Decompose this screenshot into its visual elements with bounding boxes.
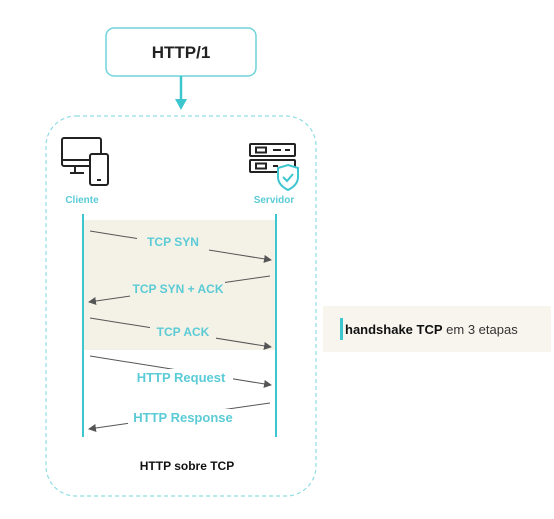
note-bold-text: handshake TCP bbox=[345, 321, 443, 337]
message-http-request: HTTP Request bbox=[89, 355, 272, 388]
server-label: Servidor bbox=[254, 195, 295, 206]
message-tcp-ack: TCP ACK bbox=[89, 317, 272, 350]
desktop-and-phone-icon bbox=[61, 137, 109, 186]
message-http-response: HTTP Response bbox=[88, 402, 271, 432]
diagram-caption: HTTP sobre TCP bbox=[140, 459, 234, 473]
handshake-note: handshake TCP em 3 etapas bbox=[323, 306, 551, 352]
message-label: TCP ACK bbox=[157, 325, 210, 339]
note-text: handshake TCP em 3 etapas bbox=[337, 322, 518, 337]
diagram-title: HTTP/1 bbox=[152, 43, 211, 62]
note-rest-text: em 3 etapas bbox=[442, 321, 518, 337]
message-label: TCP SYN + ACK bbox=[132, 282, 223, 296]
server-shield-icon bbox=[249, 143, 299, 192]
message-label: HTTP Response bbox=[133, 410, 232, 425]
note-accent-bar bbox=[340, 318, 343, 340]
message-tcp-syn: TCP SYN bbox=[89, 230, 272, 263]
message-tcp-syn-ack: TCP SYN + ACK bbox=[88, 275, 271, 305]
title-box: HTTP/1 bbox=[105, 27, 257, 77]
title-down-arrow bbox=[175, 76, 187, 110]
client-label: Cliente bbox=[65, 195, 99, 206]
message-label: TCP SYN bbox=[147, 235, 199, 249]
dashed-container bbox=[45, 115, 317, 497]
message-label: HTTP Request bbox=[137, 370, 226, 385]
